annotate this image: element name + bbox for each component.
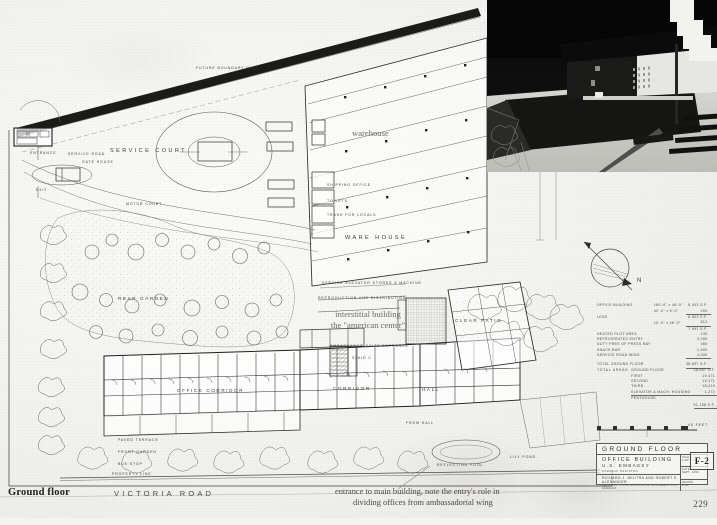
label-from-hall: FROM HALL	[406, 421, 435, 425]
total-row-label: SECOND	[631, 379, 649, 383]
sched-row-value: 130	[700, 331, 708, 336]
sched-total-value: 38,697 S.F.	[685, 358, 711, 369]
sched-row-label: DUTY FREE OF PRESS BAY	[597, 342, 651, 347]
sched-row-label: LESS	[597, 314, 608, 319]
sched-row-value: 3,000	[696, 337, 708, 342]
label-hall: HALL	[422, 387, 440, 392]
sched-row-label: SNACK BAR	[597, 347, 621, 352]
total-row-label: PENTHOUSE	[631, 395, 657, 400]
total-row-value: 18,310	[702, 384, 716, 389]
total-row-value: 1,272	[693, 389, 717, 396]
title-block-project-line1: OFFICE BUILDING	[602, 457, 673, 463]
office-building-area-schedule: OFFICE BUILDING 180'-6" x 46'-0" 8,303 S…	[597, 293, 715, 379]
total-areas-title: TOTAL AREAS	[597, 368, 629, 373]
label-corridor: CORRIDOR	[333, 386, 371, 391]
cell-label: SCALE	[682, 456, 693, 459]
label-ware-house: WARE HOUSE	[345, 235, 408, 241]
label-toilets: TOILETS	[327, 199, 348, 203]
label-service-elevator: SERVICE ELEVATOR STORES & MACHINE	[322, 281, 422, 285]
sched-row-value: 4,000	[685, 353, 711, 360]
caption-line-1: entrance to main building, note the entr…	[335, 487, 500, 496]
annotation-interstitial-line1: interstitial building	[335, 309, 401, 319]
title-block-project-line2: U.S. EMBASSY	[602, 463, 651, 468]
total-row-label: THIRD	[631, 384, 644, 389]
caption-ground-floor: Ground floor	[8, 487, 71, 498]
sched-row-label: OFFICE BUILDING	[597, 303, 633, 308]
label-exit: EXIT	[36, 188, 48, 192]
label-future-boundary-wall: FUTURE BOUNDARY WALL	[196, 66, 260, 70]
cell-value: 1/16"=1'-0"	[682, 459, 698, 462]
title-block-cell-drawn: DRAWN R.W.	[681, 480, 707, 491]
sched-row-value: 460	[700, 342, 708, 347]
label-compass-north: N	[637, 278, 643, 284]
label-office-corridor: OFFICE CORRIDOR	[177, 388, 245, 393]
label-trash-for-locals: TRASH FOR LOCALS	[327, 213, 377, 217]
title-block: GROUND FLOOR OFFICE BUILDING U.S. EMBASS…	[596, 443, 708, 491]
label-clear-patio: CLEAR PATIO	[455, 318, 503, 323]
caption-line-2: dividing offices from ambassadorial wing	[353, 497, 493, 507]
total-row-label: ELEVATOR & MACH. HOUSING	[631, 389, 694, 396]
label-service-road: SERVICE ROAD	[68, 152, 106, 156]
sched-row-calc: 180'-6" x 46'-0"	[653, 303, 683, 308]
sched-total-label: TOTAL GROUND FLOOR	[597, 362, 644, 367]
sched-row-calc: 10'-0" x 46'-0"	[653, 320, 681, 325]
cell-value: R.W.	[682, 483, 689, 487]
total-areas-schedule: TOTAL AREAS GROUND FLOOR 38,697 S.F. FIR…	[597, 358, 717, 420]
title-block-firm-address: ARCHITECTS AND ASSOCIATED ENGINEERS LOS …	[602, 484, 678, 490]
sched-row-value: 1,900	[696, 347, 708, 352]
annotation-interstitial-line2: the "american center"	[330, 320, 406, 330]
sched-row-label: SERVICE ROAD WING	[597, 353, 640, 358]
label-reproduction-distribution: REPRODUCTION AND DISTRIBUTION	[318, 296, 407, 300]
title-block-sheet-title: GROUND FLOOR	[597, 444, 707, 455]
label-reflecting-pool: REFLECTING POOL	[437, 463, 484, 467]
scale-bar-label: 40 FEET	[688, 423, 709, 427]
sched-row-label: REFRIGERATED ENTRY	[597, 337, 644, 342]
label-service-court: SERVICE COURT	[110, 148, 187, 154]
cell-value: SEPT. 1956	[682, 471, 699, 475]
total-row-value: 19,471	[702, 373, 716, 378]
label-gate-house: GATE HOUSE	[82, 160, 114, 164]
title-block-project-line3: KARACHI PAKISTAN	[602, 469, 639, 473]
label-entrance: ENTRANCE	[30, 151, 57, 155]
sched-row-value: 8,503 S.F.	[688, 315, 708, 319]
label-front-garden: FRONT GARDEN	[118, 450, 157, 454]
label-motor-court: MOTOR COURT	[126, 202, 163, 206]
total-row-value: 38,697 S.F.	[693, 368, 716, 373]
sheet-number-box: F-2	[690, 452, 714, 470]
label-ambassador-suite: AMBASSADOR SUITE ENTRANCE	[330, 344, 409, 348]
title-block-firm: RICHARD J. NEUTRA AND ROBERT E. ALEXANDE…	[597, 474, 680, 484]
sched-row-value: 512	[685, 320, 711, 327]
total-row-label: GROUND FLOOR	[631, 368, 664, 373]
caption-entrance-note: entrance to main building, note the entr…	[335, 487, 500, 508]
label-bus-stop: BUS STOP	[118, 462, 143, 466]
grand-total-value: 91,158 S.F.	[693, 401, 717, 410]
street-label-victoria-road: VICTORIA ROAD	[114, 489, 215, 498]
sched-row-value: 200	[685, 308, 711, 315]
label-shipping-office: SHIPPING OFFICE	[327, 183, 372, 187]
total-row-value: 19,171	[702, 379, 716, 383]
cell-label: DATE	[682, 468, 690, 472]
annotation-warehouse: warehouse	[352, 128, 389, 138]
sched-row-value: 8,303 S.F.	[688, 303, 708, 308]
sched-row-calc: 40'-0" x 5'-0"	[653, 308, 679, 313]
label-lily-pond: LILY POND	[510, 455, 537, 459]
cell-label: DRAWN	[682, 480, 694, 484]
sched-row-value: 7,991 S.F.	[688, 326, 708, 331]
title-block-cell-date: DATE SEPT. 1956	[681, 467, 707, 480]
label-rear-garden: REAR GARDEN	[118, 296, 170, 301]
label-paved-terrace: PAVED TERRACE	[118, 438, 159, 442]
label-stair-c: STAIR C	[352, 356, 372, 360]
total-row-label: FIRST	[631, 373, 644, 378]
entrance-canopy-photograph	[487, 0, 717, 172]
sched-row-label: HEATED PLOT AREA	[597, 331, 637, 336]
page-folio-number: 229	[693, 499, 708, 509]
label-property-line: PROPERTY LINE	[112, 472, 152, 476]
